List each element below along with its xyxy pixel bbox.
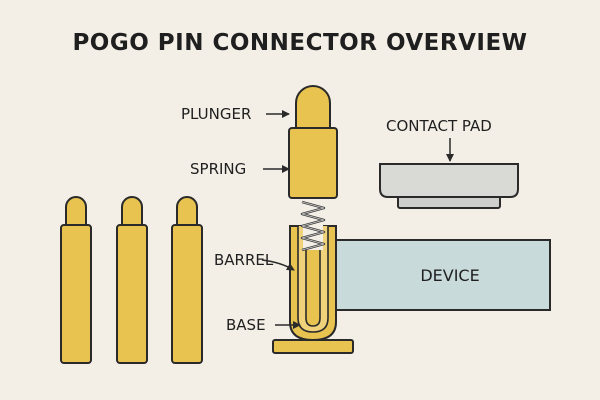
label-spring: SPRING xyxy=(190,160,246,178)
base-flange xyxy=(272,339,354,354)
device-block xyxy=(333,239,551,311)
label-plunger: PLUNGER xyxy=(181,105,251,123)
spring-coil xyxy=(300,198,326,252)
standalone-pin-3 xyxy=(171,196,203,364)
label-base: BASE xyxy=(226,316,266,334)
inner-shaft xyxy=(305,247,321,327)
arrow-barrel xyxy=(261,259,295,271)
diagram-title: POGO PIN CONNECTOR OVERVIEW xyxy=(72,30,528,56)
label-contact-pad: CONTACT PAD xyxy=(386,117,492,135)
label-barrel: BARREL xyxy=(214,251,274,269)
standalone-pin-1 xyxy=(60,196,92,364)
plunger-tip xyxy=(295,85,331,129)
contact-pad xyxy=(379,163,519,209)
standalone-pin-2 xyxy=(116,196,148,364)
cross-section-pin xyxy=(272,85,354,354)
label-device: DEVICE xyxy=(420,266,479,285)
plunger-body xyxy=(288,127,338,199)
